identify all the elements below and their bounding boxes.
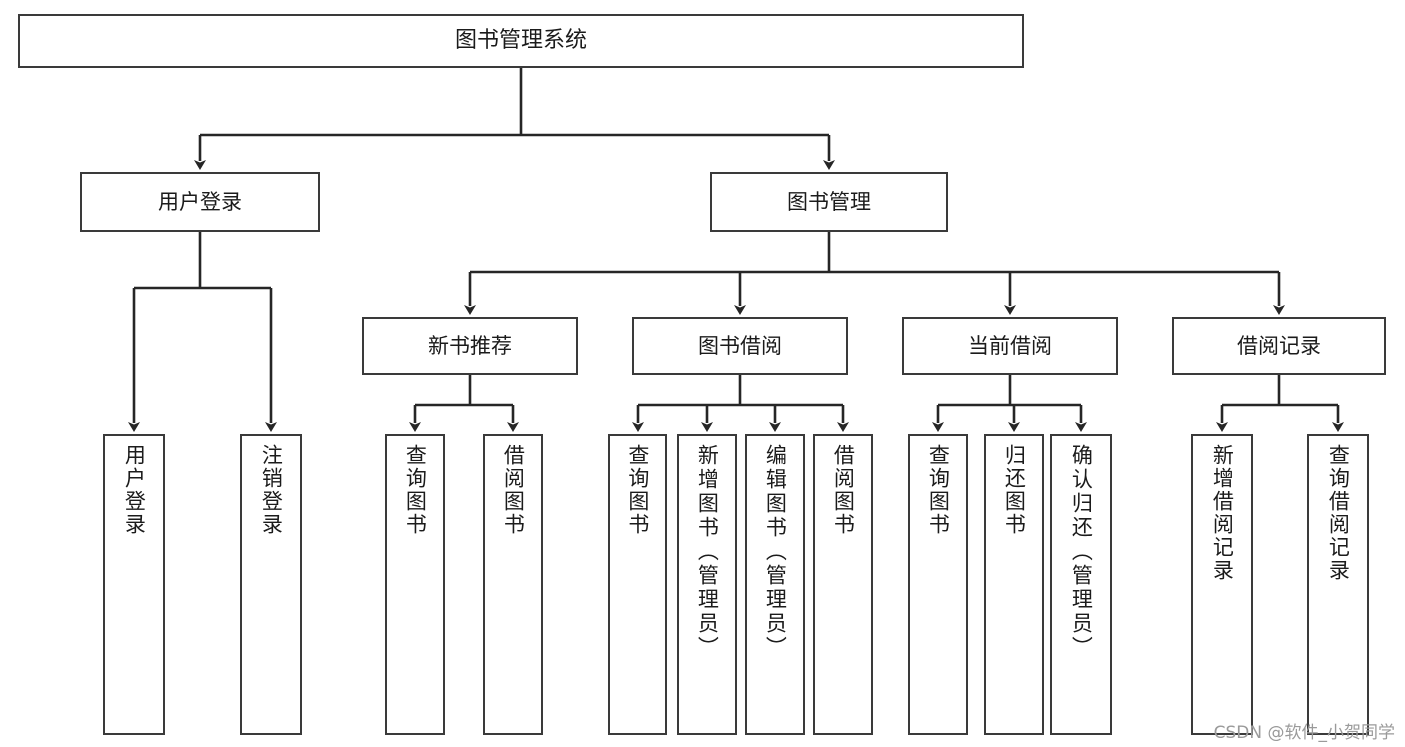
node-label: 查询借阅记录 — [1326, 444, 1351, 582]
node-l_login[interactable]: 用户登录 — [103, 434, 165, 735]
node-label: 借阅记录 — [1237, 333, 1321, 358]
watermark: CSDN @软件_小贺同学 — [1213, 723, 1395, 743]
node-label: 编辑图书（管理员） — [763, 444, 788, 660]
node-borrow[interactable]: 图书借阅 — [632, 317, 848, 375]
node-r_query[interactable]: 查询借阅记录 — [1307, 434, 1369, 735]
node-label: 图书借阅 — [698, 333, 782, 358]
node-label: 当前借阅 — [968, 333, 1052, 358]
node-l_logout[interactable]: 注销登录 — [240, 434, 302, 735]
node-b_borrow[interactable]: 借阅图书 — [813, 434, 873, 735]
node-root[interactable]: 图书管理系统 — [18, 14, 1024, 68]
node-label: 用户登录 — [158, 189, 242, 214]
node-c_confirm[interactable]: 确认归还（管理员） — [1050, 434, 1112, 735]
node-label: 图书管理系统 — [454, 28, 587, 54]
node-r_add[interactable]: 新增借阅记录 — [1191, 434, 1253, 735]
node-label: 借阅图书 — [501, 444, 526, 536]
node-c_query[interactable]: 查询图书 — [908, 434, 968, 735]
node-label: 新书推荐 — [428, 333, 512, 358]
node-label: 确认归还（管理员） — [1069, 444, 1094, 660]
node-user_login[interactable]: 用户登录 — [80, 172, 320, 232]
node-book_mgmt[interactable]: 图书管理 — [710, 172, 948, 232]
node-records[interactable]: 借阅记录 — [1172, 317, 1386, 375]
node-b_query[interactable]: 查询图书 — [608, 434, 667, 735]
node-c_return[interactable]: 归还图书 — [984, 434, 1044, 735]
node-label: 新增借阅记录 — [1210, 444, 1235, 582]
node-label: 图书管理 — [787, 189, 871, 214]
node-label: 归还图书 — [1002, 444, 1027, 536]
node-n_query[interactable]: 查询图书 — [385, 434, 445, 735]
node-label: 用户登录 — [122, 444, 147, 536]
node-label: 新增图书（管理员） — [695, 444, 720, 660]
node-current[interactable]: 当前借阅 — [902, 317, 1118, 375]
node-label: 查询图书 — [625, 444, 650, 536]
node-label: 查询图书 — [926, 444, 951, 536]
node-label: 查询图书 — [403, 444, 428, 536]
node-new_rec[interactable]: 新书推荐 — [362, 317, 578, 375]
node-label: 借阅图书 — [831, 444, 856, 536]
node-b_edit[interactable]: 编辑图书（管理员） — [745, 434, 805, 735]
node-n_borrow[interactable]: 借阅图书 — [483, 434, 543, 735]
node-b_add[interactable]: 新增图书（管理员） — [677, 434, 737, 735]
node-label: 注销登录 — [259, 444, 284, 536]
